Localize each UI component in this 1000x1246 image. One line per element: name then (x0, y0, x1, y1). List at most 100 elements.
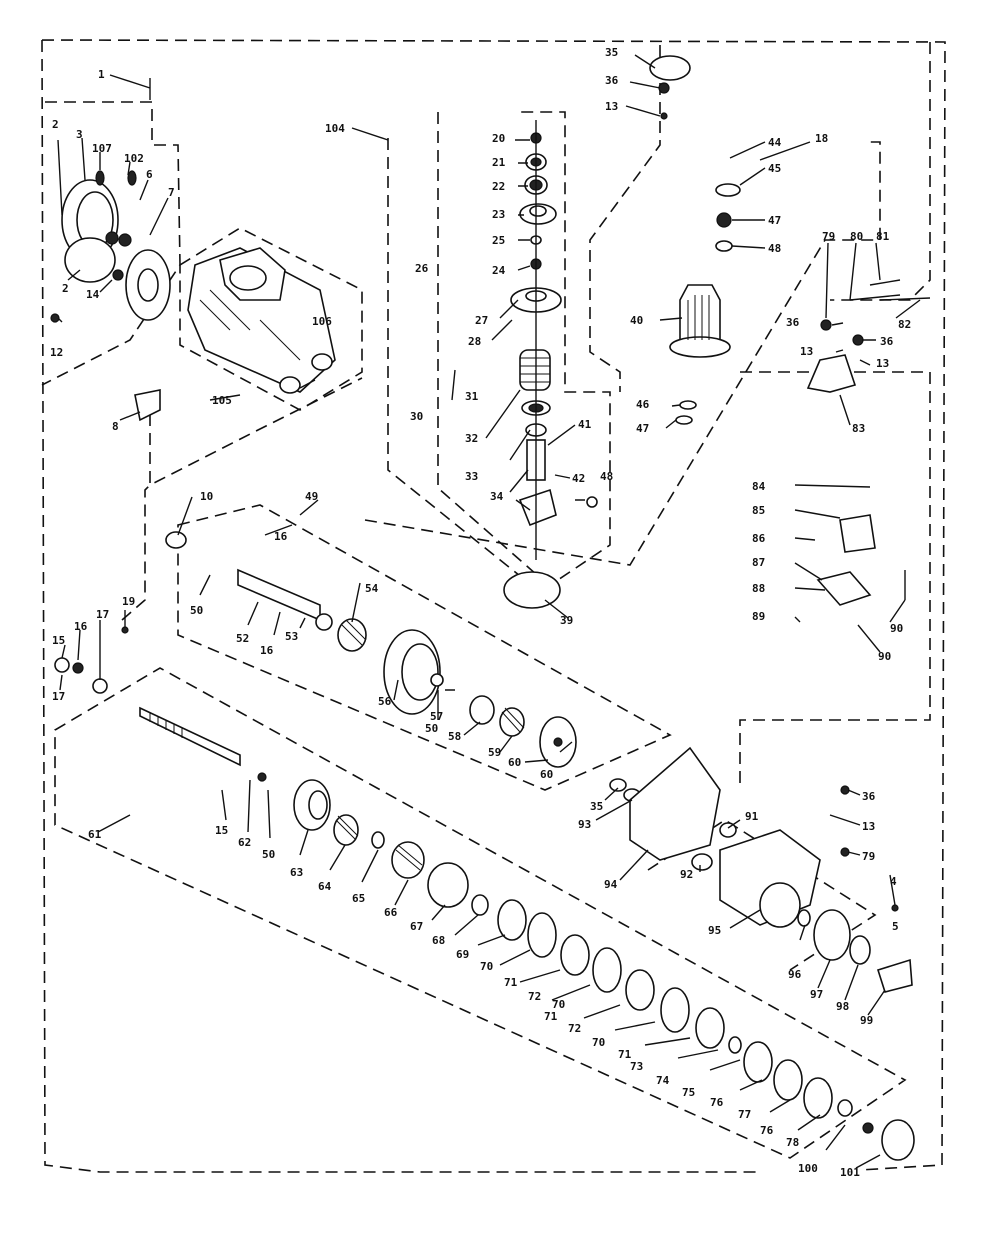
callout-89: 89 (752, 610, 765, 623)
callout-57: 57 (430, 710, 443, 723)
callout-35: 35 (590, 800, 603, 813)
callout-78: 78 (786, 1136, 799, 1149)
callout-83: 83 (852, 422, 865, 435)
callout-26: 26 (415, 262, 429, 275)
callout-17: 17 (96, 608, 109, 621)
callout-17: 17 (52, 690, 65, 703)
callout-13: 13 (876, 357, 889, 370)
callout-12: 12 (50, 346, 63, 359)
callout-28: 28 (468, 335, 481, 348)
callout-2: 2 (52, 118, 59, 131)
callout-5: 5 (892, 920, 899, 933)
callout-68: 68 (432, 934, 445, 947)
callout-49: 49 (305, 490, 318, 503)
callout-81: 81 (876, 230, 890, 243)
callout-105: 105 (212, 394, 232, 407)
callout-101: 101 (840, 1166, 860, 1179)
callout-50: 50 (190, 604, 203, 617)
callout-25: 25 (492, 234, 505, 247)
callout-14: 14 (86, 288, 100, 301)
callout-92: 92 (680, 868, 693, 881)
callout-54: 54 (365, 582, 379, 595)
callout-48: 48 (600, 470, 613, 483)
callout-72: 72 (528, 990, 541, 1003)
callout-97: 97 (810, 988, 823, 1001)
callout-71: 71 (544, 1010, 558, 1023)
callout-82: 82 (898, 318, 911, 331)
leader-lines (57, 54, 921, 1169)
callout-65: 65 (352, 892, 365, 905)
callout-47: 47 (636, 422, 649, 435)
callout-98: 98 (836, 1000, 849, 1013)
callout-70: 70 (592, 1036, 605, 1049)
callout-16: 16 (274, 530, 288, 543)
callout-66: 66 (384, 906, 398, 919)
callout-84: 84 (752, 480, 766, 493)
callout-87: 87 (752, 556, 765, 569)
callout-7: 7 (168, 186, 175, 199)
callout-100: 100 (798, 1162, 818, 1175)
callout-10: 10 (200, 490, 213, 503)
callout-52: 52 (236, 632, 249, 645)
callout-58: 58 (448, 730, 461, 743)
callout-33: 33 (465, 470, 478, 483)
callout-21: 21 (492, 156, 506, 169)
callout-72: 72 (568, 1022, 581, 1035)
callout-8: 8 (112, 420, 119, 433)
lower-right-housing (609, 746, 913, 993)
callout-42: 42 (572, 472, 585, 485)
callout-34: 34 (490, 490, 504, 503)
callout-31: 31 (465, 390, 479, 403)
callout-90: 90 (878, 650, 891, 663)
callout-56: 56 (378, 695, 392, 708)
callout-15: 15 (215, 824, 228, 837)
callout-77: 77 (738, 1108, 751, 1121)
callout-71: 71 (618, 1048, 632, 1061)
callout-20: 20 (492, 132, 505, 145)
callout-2: 2 (62, 282, 69, 295)
callout-23: 23 (492, 208, 505, 221)
callout-61: 61 (88, 828, 102, 841)
callout-63: 63 (290, 866, 303, 879)
callout-96: 96 (788, 968, 802, 981)
callout-27: 27 (475, 314, 488, 327)
callout-45: 45 (768, 162, 781, 175)
callout-36: 36 (786, 316, 800, 329)
callout-18: 18 (815, 132, 828, 145)
callout-39: 39 (560, 614, 573, 627)
callout-70: 70 (552, 998, 565, 1011)
callout-44: 44 (768, 136, 782, 149)
callout-50: 50 (262, 848, 275, 861)
callout-16: 16 (260, 644, 274, 657)
callout-13: 13 (862, 820, 875, 833)
callout-32: 32 (465, 432, 478, 445)
gear-case-cover (187, 247, 336, 394)
callout-80: 80 (850, 230, 863, 243)
callout-36: 36 (605, 74, 619, 87)
callout-99: 99 (860, 1014, 873, 1027)
callout-104: 104 (325, 122, 345, 135)
callout-60: 60 (540, 768, 553, 781)
callout-labels: 1 2 3 107 102 6 7 2 14 12 8 105 106 104 … (50, 46, 911, 1179)
callout-46: 46 (636, 398, 650, 411)
callout-70: 70 (480, 960, 493, 973)
callout-67: 67 (410, 920, 423, 933)
callout-95: 95 (708, 924, 721, 937)
callout-47: 47 (768, 214, 781, 227)
callout-16: 16 (74, 620, 88, 633)
callout-91: 91 (745, 810, 759, 823)
countershaft-assembly (165, 531, 577, 768)
callout-64: 64 (318, 880, 332, 893)
callout-107: 107 (92, 142, 112, 155)
callout-36: 36 (880, 335, 894, 348)
callout-1: 1 (98, 68, 105, 81)
callout-75: 75 (682, 1086, 695, 1099)
callout-22: 22 (492, 180, 505, 193)
upper-right-pinion (649, 55, 741, 425)
callout-3: 3 (76, 128, 83, 141)
callout-59: 59 (488, 746, 501, 759)
callout-50: 50 (425, 722, 438, 735)
callout-79: 79 (822, 230, 835, 243)
callout-69: 69 (456, 948, 469, 961)
